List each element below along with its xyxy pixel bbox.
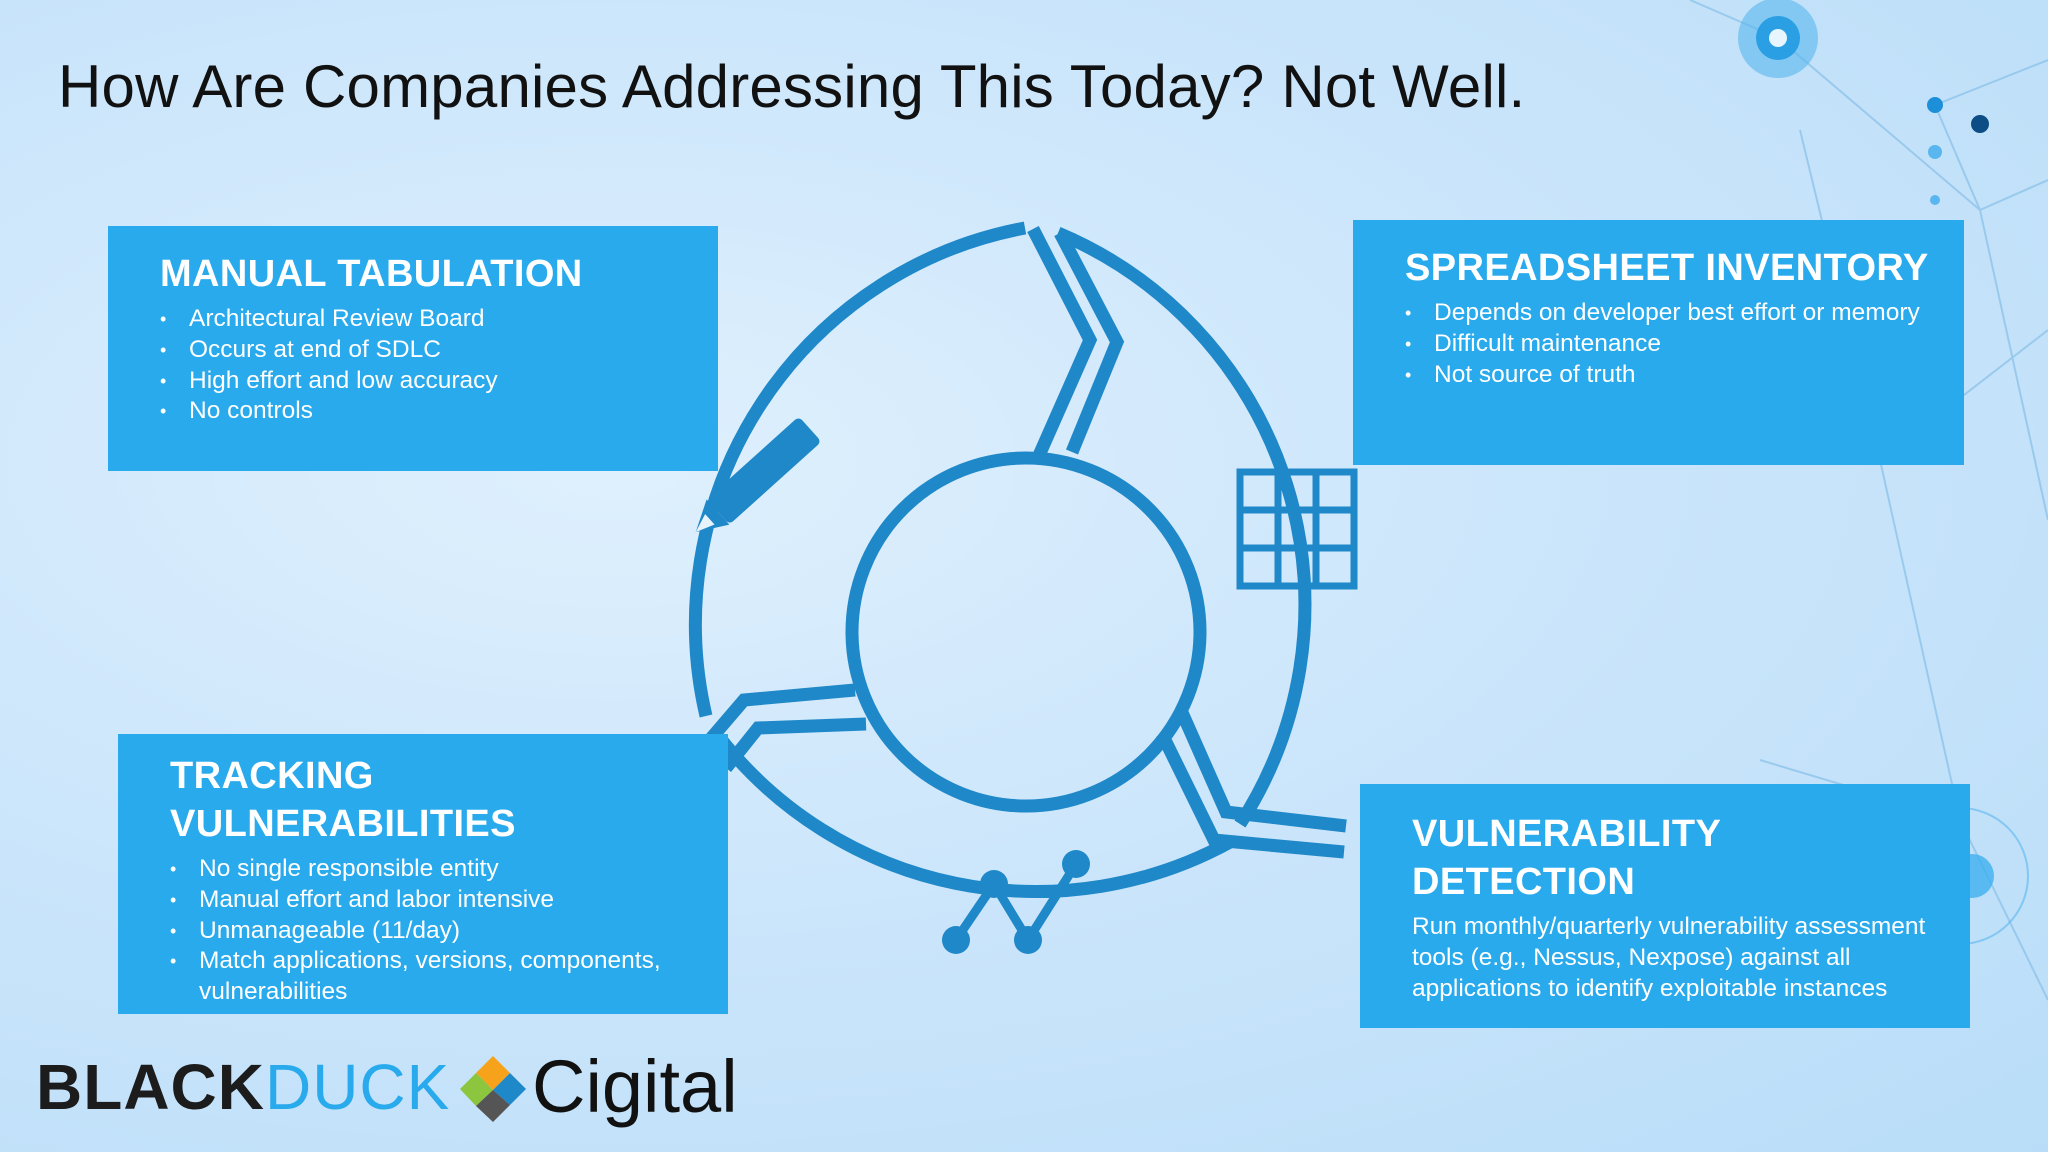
card-heading: TRACKING VULNERABILITIES: [170, 752, 708, 848]
card-body-text: Run monthly/quarterly vulnerability asse…: [1412, 913, 1926, 1002]
card-heading: SPREADSHEET INVENTORY: [1405, 247, 1929, 289]
chevron-top: [1027, 226, 1098, 463]
list-item: No single responsible entity: [170, 854, 708, 885]
bullet-list: Depends on developer best effort or memo…: [1405, 298, 1944, 390]
card-heading-line: VULNERABILITIES: [170, 803, 516, 845]
card-heading: MANUAL TABULATION: [160, 253, 583, 295]
chevron-right: [1174, 705, 1347, 833]
outer-ring-arc-left: [688, 221, 1027, 718]
bullet-list: Architectural Review Board Occurs at end…: [160, 304, 698, 427]
cigital-logo: Cigital: [458, 1045, 778, 1132]
card-heading-line: VULNERABILITY: [1412, 813, 1722, 855]
list-item: Depends on developer best effort or memo…: [1405, 298, 1944, 329]
card-manual-tabulation: MANUAL TABULATION Architectural Review B…: [108, 226, 718, 471]
outer-ring-arc-bottom: [714, 733, 1234, 898]
slide-title: How Are Companies Addressing This Today?…: [58, 53, 1526, 120]
list-item: Difficult maintenance: [1405, 329, 1944, 360]
bullet-list: No single responsible entity Manual effo…: [170, 854, 708, 1008]
outer-ring-arc-right: [1055, 227, 1312, 828]
chevron-left: [703, 683, 856, 747]
list-item: Manual effort and labor intensive: [170, 885, 708, 916]
cigital-mark-icon: [460, 1056, 526, 1122]
card-spreadsheet-inventory: SPREADSHEET INVENTORY Depends on develop…: [1353, 220, 1964, 465]
card-heading-line: TRACKING: [170, 755, 374, 797]
grid-icon: [1236, 468, 1358, 590]
logo-text-cigital: Cigital: [532, 1045, 738, 1128]
card-tracking-vulnerabilities: TRACKING VULNERABILITIES No single respo…: [118, 734, 728, 1014]
list-item: Match applications, versions, components…: [170, 946, 679, 1008]
card-vulnerability-detection: VULNERABILITY DETECTION Run monthly/quar…: [1360, 784, 1970, 1028]
list-item: Architectural Review Board: [160, 304, 698, 335]
card-heading-line: DETECTION: [1412, 861, 1636, 903]
pencil-icon: [695, 418, 820, 533]
list-item: No controls: [160, 396, 698, 427]
blackduck-logo: BLACKDUCK: [36, 1050, 450, 1124]
list-item: High effort and low accuracy: [160, 366, 698, 397]
inner-ring: [845, 451, 1207, 813]
card-heading: VULNERABILITY DETECTION: [1412, 810, 1950, 906]
list-item: Unmanageable (11/day): [170, 916, 708, 947]
trend-line-icon: [942, 850, 1090, 954]
logo-text-black: BLACK: [36, 1051, 265, 1123]
list-item: Not source of truth: [1405, 360, 1944, 391]
logo-text-duck: DUCK: [264, 1051, 451, 1123]
list-item: Occurs at end of SDLC: [160, 335, 698, 366]
